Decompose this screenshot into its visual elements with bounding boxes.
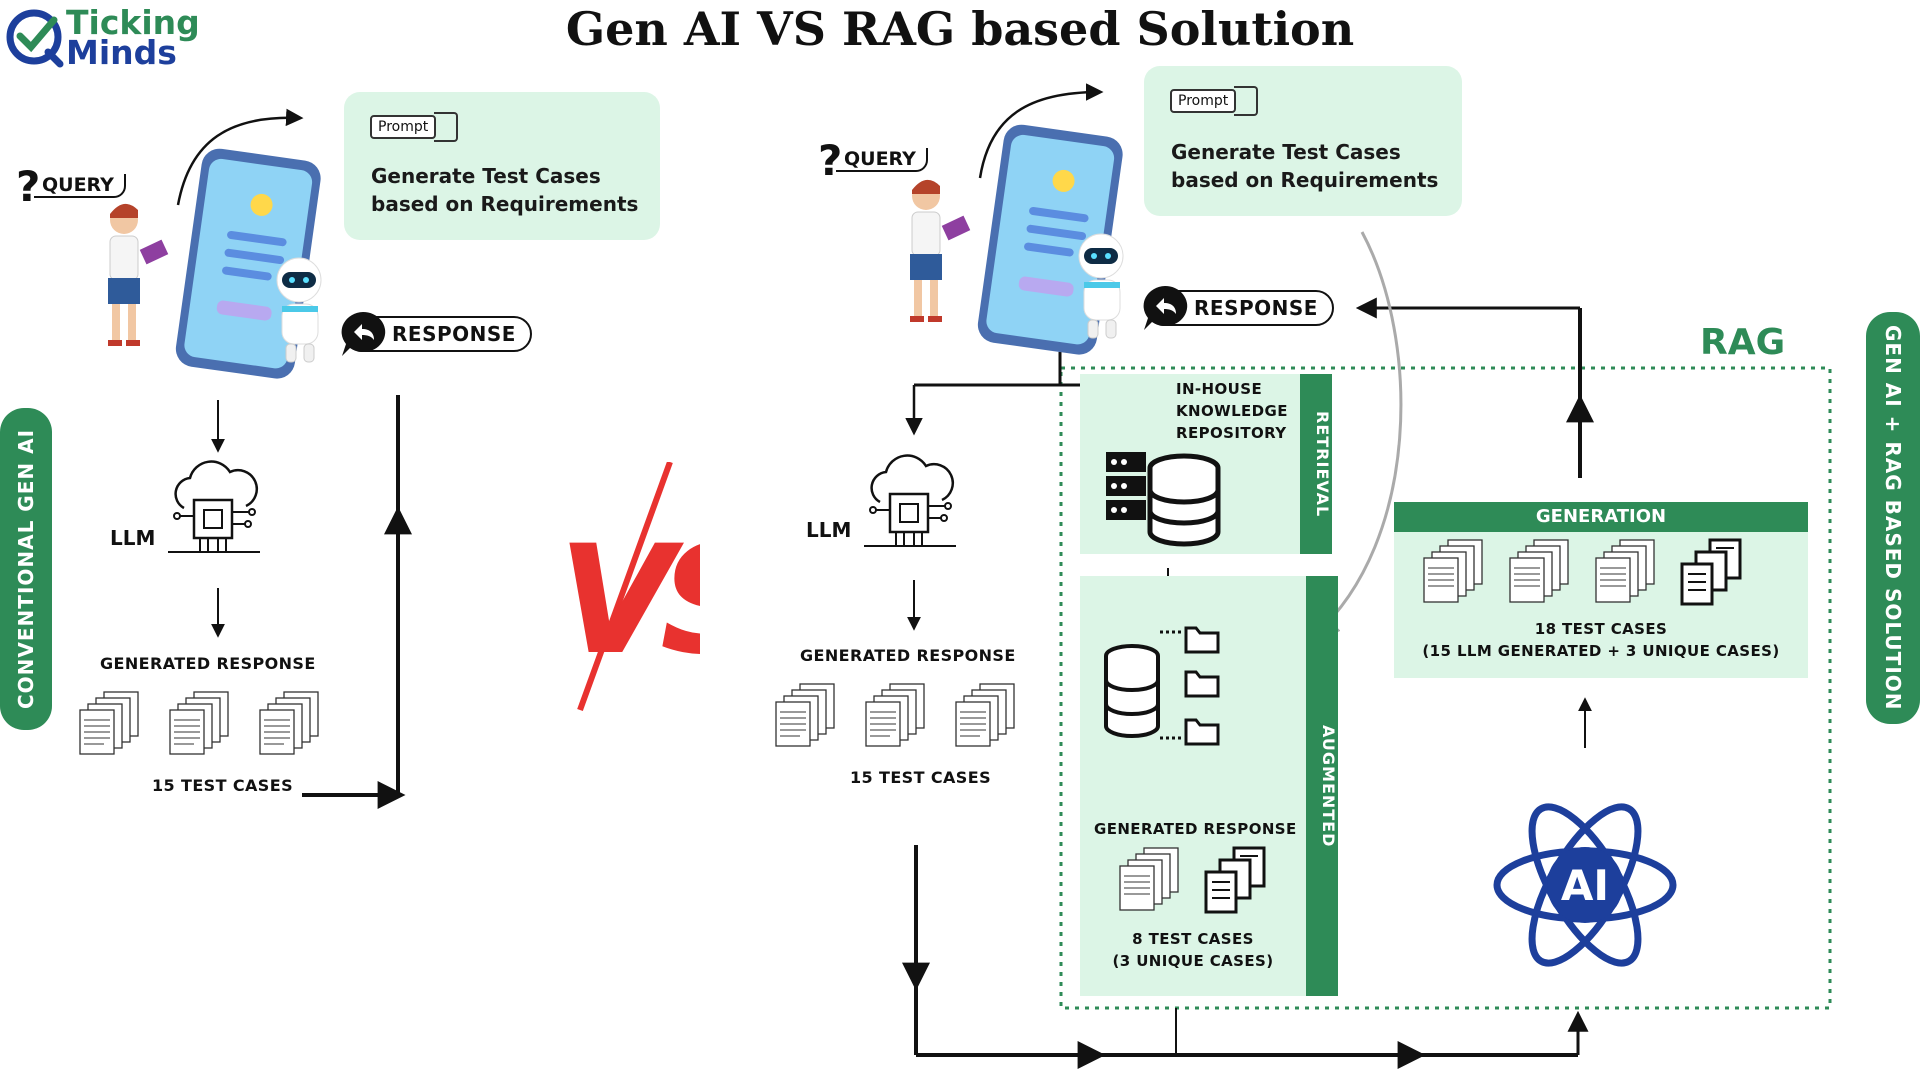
logo-icon [6, 9, 64, 68]
logo-line1: Ticking [66, 3, 200, 42]
left-curve-arrow [176, 108, 304, 206]
generation-cases: 18 TEST CASES (15 LLM GENERATED + 3 UNIQ… [1394, 618, 1808, 662]
document-stack-icon [1595, 539, 1655, 603]
retrieval-panel: IN-HOUSE KNOWLEDGE REPOSITORY [1080, 374, 1300, 554]
aug-generated-label: GENERATED RESPONSE [1094, 820, 1297, 838]
left-prompt-input-box: Prompt [370, 112, 459, 142]
right-reply-bubble-icon [1143, 285, 1188, 330]
augmented-label: AUGMENTED [1319, 724, 1338, 848]
aug-cases: 8 TEST CASES (3 UNIQUE CASES) [1080, 928, 1306, 972]
right-prompt-cursor-icon [1234, 86, 1259, 116]
left-response-label: RESPONSE [392, 322, 516, 346]
left-llm-label: LLM [110, 526, 156, 550]
aug-cases-line-1: 8 TEST CASES [1132, 930, 1254, 948]
page-title: Gen AI VS RAG based Solution [565, 2, 1355, 56]
generation-panel: 18 TEST CASES (15 LLM GENERATED + 3 UNIQ… [1394, 532, 1808, 678]
rag-label: RAG [1700, 322, 1786, 363]
logo [4, 6, 66, 72]
document-stack-icon [775, 683, 835, 747]
unique-document-icon [1680, 538, 1742, 606]
document-stack-icon [169, 691, 229, 755]
right-curve-arrow [978, 83, 1104, 179]
right-cloud-chip-icon [864, 454, 956, 547]
right-side-label-text: GEN AI + RAG BASED SOLUTION [1881, 325, 1905, 711]
left-query-label: QUERY [34, 174, 126, 198]
gen-cases-line-2: (15 LLM GENERATED + 3 UNIQUE CASES) [1422, 642, 1780, 660]
retrieval-label: RETRIEVAL [1313, 410, 1332, 518]
repo-line-3: REPOSITORY [1176, 424, 1287, 442]
generation-label: GENERATION [1535, 506, 1667, 527]
unique-document-icon [1204, 846, 1266, 914]
augmented-panel: GENERATED RESPONSE 8 TEST CASES (3 UNIQU… [1080, 576, 1306, 996]
left-prompt-text-1: Generate Test Cases [371, 164, 601, 188]
right-prompt-tag: Prompt [1170, 89, 1237, 113]
right-prompt-text-1: Generate Test Cases [1171, 140, 1401, 164]
left-prompt-text-2: based on Requirements [371, 192, 639, 216]
document-stack-icon [1509, 539, 1569, 603]
server-database-icon [1106, 452, 1221, 547]
left-user-robot-phone-illustration [108, 148, 322, 379]
document-stack-icon [1423, 539, 1483, 603]
repo-label: IN-HOUSE KNOWLEDGE REPOSITORY [1176, 378, 1288, 444]
generation-docs [1418, 538, 1748, 608]
left-prompt-tag: Prompt [370, 115, 437, 139]
augmented-bar: AUGMENTED [1306, 576, 1338, 996]
right-document-stacks [770, 682, 1030, 752]
generation-header: GENERATION [1394, 502, 1808, 532]
prompt-to-augmented-arrow [1315, 231, 1403, 635]
right-generated-response-label: GENERATED RESPONSE [800, 646, 1016, 665]
vs-text: VS [558, 514, 700, 688]
vs-graphic: VS [558, 462, 700, 712]
right-llm-label: LLM [806, 518, 852, 542]
left-prompt-card: Prompt Generate Test Cases based on Requ… [344, 92, 660, 240]
document-stack-icon [955, 683, 1015, 747]
left-document-stacks [74, 690, 334, 760]
right-test-cases-label: 15 TEST CASES [850, 768, 991, 787]
right-prompt-card: Prompt Generate Test Cases based on Requ… [1144, 66, 1462, 216]
ai-atom-icon: AI [1493, 803, 1677, 967]
left-side-label-text: CONVENTIONAL GEN AI [14, 429, 38, 710]
right-query-label: QUERY [836, 148, 928, 172]
right-response-label: RESPONSE [1194, 296, 1318, 320]
aug-docs [1114, 846, 1272, 916]
database-folders-icon [1104, 626, 1220, 746]
right-user-robot-phone-illustration [910, 124, 1124, 355]
rag-dotted-box [1059, 366, 1832, 1010]
document-stack-icon [259, 691, 319, 755]
left-reply-bubble-icon [341, 311, 386, 356]
document-stack-icon [865, 683, 925, 747]
aug-cases-line-2: (3 UNIQUE CASES) [1112, 952, 1274, 970]
left-test-cases-label: 15 TEST CASES [152, 776, 293, 795]
right-prompt-input-box: Prompt [1170, 86, 1259, 116]
gen-cases-line-1: 18 TEST CASES [1534, 620, 1668, 638]
repo-line-2: KNOWLEDGE [1176, 402, 1288, 420]
left-generated-response-label: GENERATED RESPONSE [100, 654, 316, 673]
left-cloud-chip-icon [168, 460, 260, 553]
document-stack-icon [79, 691, 139, 755]
document-stack-icon [1119, 847, 1179, 911]
repo-line-1: IN-HOUSE [1176, 380, 1263, 398]
ai-badge-text: AI [1561, 861, 1609, 910]
right-side-label: GEN AI + RAG BASED SOLUTION [1866, 312, 1920, 724]
left-side-label: CONVENTIONAL GEN AI [0, 408, 52, 730]
left-prompt-cursor-icon [434, 112, 459, 142]
right-prompt-text-2: based on Requirements [1171, 168, 1439, 192]
retrieval-bar: RETRIEVAL [1300, 374, 1332, 554]
logo-line2: Minds [66, 33, 177, 72]
